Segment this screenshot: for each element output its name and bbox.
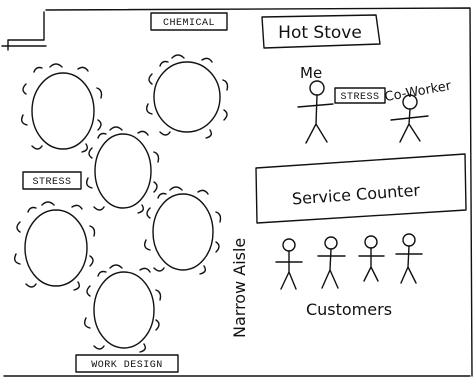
customer-stick-figure-2 (317, 236, 346, 289)
page-frame (1, 7, 473, 377)
customer-stick-figure-1 (275, 238, 303, 290)
co-worker-stick-figure (390, 94, 429, 143)
stress-label-left: STRESS (32, 177, 71, 188)
customer-stick-figure-3 (358, 235, 385, 282)
service-counter-label: Service Counter (291, 181, 421, 209)
round-table-2 (145, 54, 229, 139)
work-design-label: WORK DESIGN (91, 360, 163, 371)
me-stick-figure (297, 80, 334, 144)
round-table-5 (143, 186, 222, 275)
work-design-label-box: WORK DESIGN (75, 354, 179, 373)
service-counter-box: Service Counter (255, 153, 467, 224)
round-table-3 (85, 126, 160, 214)
me-label: Me (300, 64, 322, 82)
narrow-aisle-label: Narrow Aisle (230, 238, 249, 338)
co-worker-label: Co-Worker (384, 79, 453, 106)
round-table-6 (83, 264, 162, 353)
round-table-4 (13, 201, 96, 291)
stress-label-right: STRESS (340, 92, 379, 103)
customer-stick-figure-4 (395, 233, 423, 284)
stress-label-box-left: STRESS (22, 171, 82, 190)
hot-stove-box: Hot Stove (261, 14, 381, 49)
chemical-label-box: CHEMICAL (150, 12, 228, 31)
customers-label: Customers (306, 300, 392, 319)
round-table-1 (20, 63, 103, 153)
stress-label-box-right: STRESS (334, 87, 386, 104)
chemical-label: CHEMICAL (163, 18, 215, 29)
hot-stove-label: Hot Stove (278, 23, 362, 43)
